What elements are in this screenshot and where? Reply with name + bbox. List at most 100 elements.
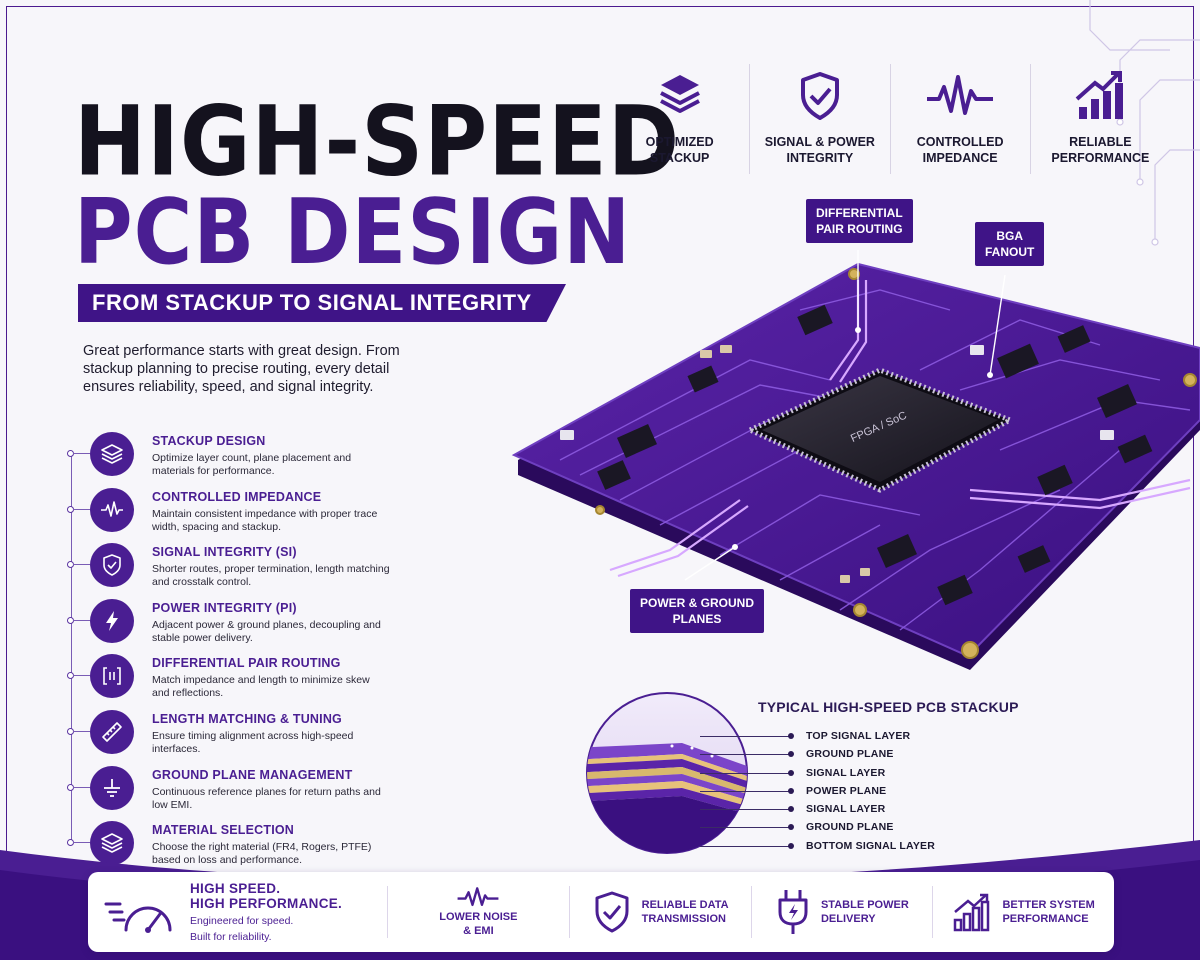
feature-item-length-matching: LENGTH MATCHING & TUNING Ensure timing a… <box>67 708 390 764</box>
growth-chart-icon <box>954 893 990 932</box>
timeline-connector <box>73 619 90 621</box>
top-badges: OPTIMIZED STACKUP SIGNAL & POWER INTEGRI… <box>610 64 1170 174</box>
power-plug-icon <box>778 890 808 934</box>
callout-differential-pair: DIFFERENTIAL PAIR ROUTING <box>806 199 913 243</box>
layers-icon <box>90 432 134 476</box>
layers-icon <box>655 66 705 126</box>
badge-label: RELIABLE PERFORMANCE <box>1051 135 1150 165</box>
layer-dot <box>788 769 794 776</box>
feature-item-material: MATERIAL SELECTION Choose the right mate… <box>67 819 390 875</box>
layer-leader-line <box>700 809 790 811</box>
badge-label: SIGNAL & POWER INTEGRITY <box>764 135 875 165</box>
feature-title: POWER INTEGRITY (PI) <box>152 600 297 615</box>
feature-item-impedance: CONTROLLED IMPEDANCE Maintain consistent… <box>67 486 390 542</box>
stackup-layer: TOP SIGNAL LAYER <box>700 727 1060 745</box>
layer-leader-line <box>700 790 790 792</box>
benefit-label: BETTER SYSTEM PERFORMANCE <box>1002 899 1095 925</box>
page-title-line1: HIGH-SPEED <box>74 86 681 199</box>
stackup-cross-section-illustration <box>586 692 748 854</box>
layer-label: POWER PLANE <box>806 784 887 797</box>
badge-controlled-impedance: CONTROLLED IMPEDANCE <box>891 64 1031 174</box>
layer-label: TOP SIGNAL LAYER <box>806 730 911 742</box>
stack-icon <box>90 821 134 866</box>
badge-label: OPTIMIZED STACKUP <box>645 135 714 165</box>
stackup-layer: SIGNAL LAYER <box>700 764 1060 782</box>
benefit-title-line2: HIGH PERFORMANCE. <box>190 896 343 911</box>
stackup-layer: POWER PLANE <box>700 782 1060 800</box>
layer-label: GROUND PLANE <box>806 748 894 761</box>
benefit-high-speed: HIGH SPEED. HIGH PERFORMANCE. Engineered… <box>88 881 388 943</box>
callout-power-ground: POWER & GROUND PLANES <box>630 589 764 633</box>
waveform-icon <box>457 887 499 907</box>
feature-desc: Ensure timing alignment across high-spee… <box>152 729 354 755</box>
stackup-layer: SIGNAL LAYER <box>700 800 1060 818</box>
badge-optimized-stackup: OPTIMIZED STACKUP <box>610 64 751 174</box>
feature-desc: Optimize layer count, plane placement an… <box>152 452 352 477</box>
benefit-label: RELIABLE DATA TRANSMISSION <box>641 899 729 925</box>
benefit-lower-noise: LOWER NOISE & EMI <box>388 886 570 938</box>
timeline-connector <box>73 730 90 732</box>
layer-label: SIGNAL LAYER <box>806 803 886 816</box>
feature-title: MATERIAL SELECTION <box>152 823 295 838</box>
layer-label: BOTTOM SIGNAL LAYER <box>806 839 936 852</box>
feature-title: LENGTH MATCHING & TUNING <box>152 711 342 726</box>
feature-item-signal-integrity: SIGNAL INTEGRITY (SI) Shorter routes, pr… <box>67 541 390 597</box>
badge-signal-power: SIGNAL & POWER INTEGRITY <box>750 64 891 174</box>
callout-bga-fanout: BGA FANOUT <box>975 222 1045 266</box>
growth-chart-icon <box>1073 66 1127 126</box>
stackup-layer-list: TOP SIGNAL LAYER GROUND PLANE SIGNAL LAY… <box>700 727 1060 855</box>
intro-paragraph: Great performance starts with great desi… <box>83 343 400 395</box>
timeline-connector <box>73 508 90 510</box>
benefit-title-line1: HIGH SPEED. <box>190 881 281 896</box>
feature-title: GROUND PLANE MANAGEMENT <box>152 767 353 782</box>
layer-leader-line <box>700 736 790 737</box>
feature-timeline-line <box>71 452 72 840</box>
ruler-icon <box>90 709 134 754</box>
layer-dot <box>788 751 794 758</box>
badge-reliable-performance: RELIABLE PERFORMANCE <box>1031 64 1170 174</box>
feature-desc: Adjacent power & ground planes, decoupli… <box>152 618 381 644</box>
layer-leader-line <box>700 845 790 847</box>
feature-title: DIFFERENTIAL PAIR ROUTING <box>152 656 341 671</box>
benefit-desc-line2: Built for reliability. <box>190 931 272 943</box>
differential-pair-icon <box>90 654 134 699</box>
feature-list: STACKUP DESIGN Optimize layer count, pla… <box>67 430 390 875</box>
benefit-stable-power: STABLE POWER DELIVERY <box>752 886 934 938</box>
shield-check-icon <box>795 66 845 126</box>
feature-desc: Maintain consistent impedance with prope… <box>152 507 378 533</box>
feature-item-differential-pair: DIFFERENTIAL PAIR ROUTING Match impedanc… <box>67 652 390 708</box>
timeline-connector <box>73 453 90 454</box>
layer-leader-line <box>700 772 790 774</box>
benefit-desc-line1: Engineered for speed. <box>190 915 294 927</box>
timeline-connector <box>73 786 90 788</box>
shield-check-icon <box>595 891 629 933</box>
subtitle-banner: FROM STACKUP TO SIGNAL INTEGRITY <box>78 284 566 322</box>
layer-dot <box>788 733 794 739</box>
ground-icon <box>90 765 134 810</box>
page-title-line2: PCB DESIGN <box>74 180 632 285</box>
pcb-board-illustration: FPGA / SoC <box>511 250 1200 670</box>
timeline-connector <box>73 675 90 677</box>
benefit-high-speed-text: HIGH SPEED. HIGH PERFORMANCE. Engineered… <box>190 881 342 943</box>
feature-item-ground-plane: GROUND PLANE MANAGEMENT Continuous refer… <box>67 764 390 820</box>
benefit-label: LOWER NOISE & EMI <box>439 911 518 937</box>
feature-desc: Continuous reference planes for return p… <box>152 785 381 811</box>
feature-desc: Match impedance and length to minimize s… <box>152 674 370 700</box>
feature-item-stackup: STACKUP DESIGN Optimize layer count, pla… <box>67 430 390 486</box>
layer-dot <box>788 806 794 813</box>
feature-desc: Shorter routes, proper termination, leng… <box>152 563 390 589</box>
stackup-layer: BOTTOM SIGNAL LAYER <box>700 837 1060 855</box>
layer-dot <box>788 787 794 794</box>
badge-label: CONTROLLED IMPEDANCE <box>916 135 1004 165</box>
stackup-layer: GROUND PLANE <box>700 745 1060 763</box>
layer-dot <box>788 824 794 831</box>
benefits-bar: HIGH SPEED. HIGH PERFORMANCE. Engineered… <box>88 872 1114 952</box>
feature-title: CONTROLLED IMPEDANCE <box>152 489 322 504</box>
waveform-icon <box>925 66 995 126</box>
timeline-connector <box>73 842 90 844</box>
stackup-layer: GROUND PLANE <box>700 818 1060 836</box>
layer-leader-line <box>700 827 790 829</box>
benefit-label: STABLE POWER DELIVERY <box>820 899 909 925</box>
stackup-title: TYPICAL HIGH-SPEED PCB STACKUP <box>758 699 1019 715</box>
benefit-better-performance: BETTER SYSTEM PERFORMANCE <box>933 886 1114 938</box>
